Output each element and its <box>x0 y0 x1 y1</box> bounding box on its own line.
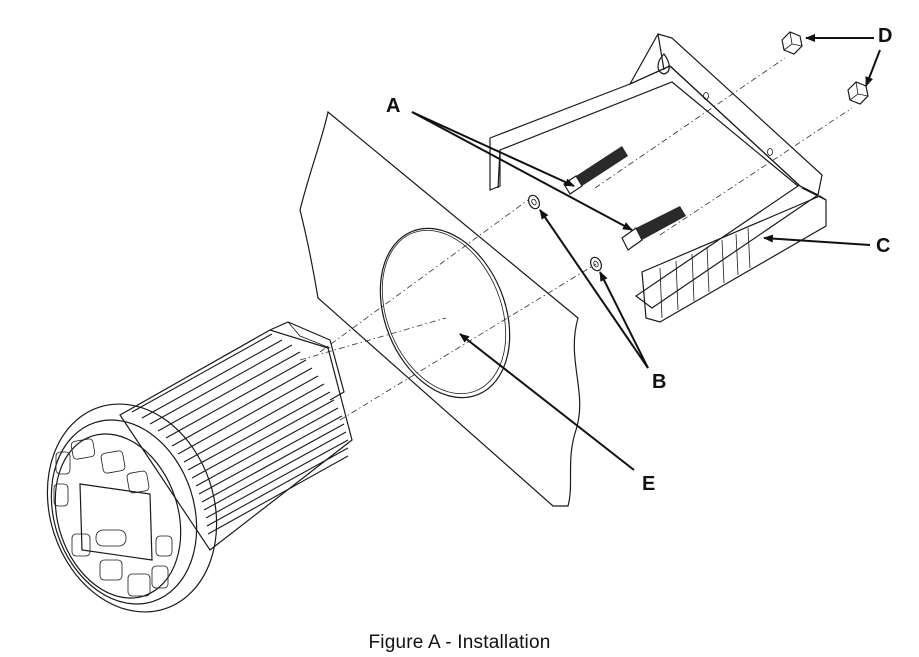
mounting-bracket <box>489 33 827 323</box>
mounting-panel <box>299 110 581 507</box>
callout-c-label: C <box>876 235 890 257</box>
stereo-unit <box>46 321 353 613</box>
heatsink-fins <box>131 333 349 535</box>
panel-cutout-hole <box>379 227 511 399</box>
washer-upper <box>527 194 541 210</box>
nut-upper <box>781 31 803 55</box>
threaded-stud-lower <box>621 206 686 251</box>
stereo-display <box>79 483 153 561</box>
stereo-bezel <box>46 403 218 613</box>
washer-lower <box>589 256 603 272</box>
callout-e-label: E <box>642 473 655 495</box>
stereo-buttons <box>53 438 173 597</box>
callout-arrows <box>411 34 881 471</box>
bracket-ribs <box>659 227 751 319</box>
callout-b-label: B <box>652 371 666 393</box>
nut-lower <box>847 81 869 105</box>
callout-a-label: A <box>386 95 400 117</box>
figure-caption: Figure A - Installation <box>368 632 551 653</box>
stereo-faceplate <box>54 433 182 599</box>
callout-d-label: D <box>878 25 892 47</box>
